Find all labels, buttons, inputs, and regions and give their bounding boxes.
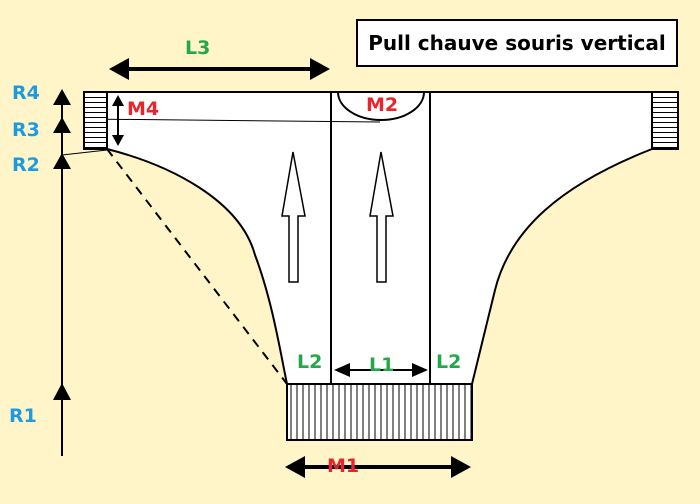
diagram-title: Pull chauve souris vertical	[356, 19, 678, 67]
label-r2: R2	[12, 154, 40, 176]
direction-arrow-left	[281, 151, 306, 283]
label-r1: R1	[9, 405, 37, 427]
label-l2-left: L2	[297, 351, 323, 373]
r2-level-line	[61, 149, 108, 156]
m4-dimension-arrow	[112, 95, 124, 146]
m1-dimension-arrow	[285, 456, 471, 478]
l3-dimension-arrow	[109, 58, 330, 80]
label-l3: L3	[185, 37, 211, 59]
waist-ribbing	[286, 383, 473, 441]
label-m1: M1	[327, 455, 360, 477]
label-l1: L1	[369, 354, 395, 376]
label-l2-right: L2	[436, 351, 462, 373]
dashed-straight-edge	[106, 148, 288, 385]
r-axis	[53, 89, 71, 456]
label-m4: M4	[127, 98, 160, 120]
label-m2: M2	[366, 94, 399, 116]
label-r4: R4	[12, 82, 40, 104]
label-r3: R3	[12, 119, 40, 141]
direction-arrow-center	[369, 151, 394, 283]
right-cuff-ribbing	[651, 91, 679, 150]
neckline	[337, 91, 425, 121]
r3-level-line	[83, 118, 381, 123]
l1-dimension-arrow	[334, 363, 428, 377]
left-cuff-ribbing	[83, 91, 108, 150]
